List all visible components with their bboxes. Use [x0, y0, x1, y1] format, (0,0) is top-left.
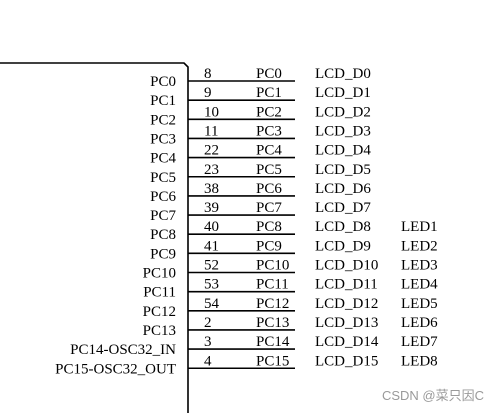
led-signal-label: LED1 [401, 219, 438, 235]
chip-pin-label: PC8 [150, 227, 176, 243]
pin-number: 10 [204, 104, 219, 120]
led-signal-label: LED5 [401, 296, 438, 312]
pin-number: 3 [204, 334, 212, 350]
watermark: CSDN @菜只因C [382, 388, 484, 403]
pin-net-label: PC6 [256, 181, 282, 197]
chip-pin-label: PC3 [150, 131, 176, 147]
pin-number: 52 [204, 258, 219, 274]
chip-pin-label: PC5 [150, 170, 176, 186]
lcd-signal-label: LCD_D2 [315, 104, 371, 120]
pin-net-label: PC3 [256, 123, 282, 139]
pin-number: 23 [204, 162, 219, 178]
led-signal-label: LED4 [401, 277, 438, 293]
pin-row: PC14-OSC32_IN 3 PC14 LCD_D14 LED7 [70, 334, 438, 358]
lcd-signal-label: LCD_D11 [315, 277, 378, 293]
pin-net-label: PC7 [256, 200, 282, 216]
pin-net-label: PC15 [256, 353, 289, 369]
pin-number: 38 [204, 181, 219, 197]
chip-pin-label: PC2 [150, 112, 176, 128]
pin-number: 2 [204, 315, 212, 331]
pin-number: 9 [204, 85, 212, 101]
led-signal-label: LED8 [401, 353, 438, 369]
lcd-signal-label: LCD_D1 [315, 85, 371, 101]
pin-number: 54 [204, 296, 220, 312]
pin-net-label: PC4 [256, 143, 282, 159]
pin-number: 41 [204, 238, 219, 254]
pin-number: 4 [204, 353, 212, 369]
lcd-signal-label: LCD_D7 [315, 200, 371, 216]
chip-pin-label: PC13 [143, 323, 176, 339]
chip-pin-label: PC6 [150, 189, 176, 205]
lcd-signal-label: LCD_D4 [315, 143, 371, 159]
chip-pin-label: PC4 [150, 151, 176, 167]
lcd-signal-label: LCD_D0 [315, 66, 371, 82]
led-signal-label: LED2 [401, 238, 438, 254]
pin-net-label: PC14 [256, 334, 290, 350]
chip-pin-label: PC12 [143, 304, 176, 320]
pin-net-label: PC2 [256, 104, 282, 120]
chip-pin-label: PC1 [150, 93, 176, 109]
pin-number: 22 [204, 143, 219, 159]
lcd-signal-label: LCD_D8 [315, 219, 371, 235]
chip-pin-label: PC10 [143, 266, 176, 282]
lcd-signal-label: LCD_D9 [315, 238, 371, 254]
pin-net-label: PC9 [256, 238, 282, 254]
pin-net-label: PC13 [256, 315, 289, 331]
chip-pin-label: PC9 [150, 246, 176, 262]
led-signal-label: LED6 [401, 315, 438, 331]
pin-net-label: PC0 [256, 66, 282, 82]
chip-pin-label: PC11 [143, 285, 176, 301]
pin-net-label: PC5 [256, 162, 282, 178]
chip-pin-label: PC0 [150, 74, 176, 90]
pin-net-label: PC12 [256, 296, 289, 312]
pin-number: 53 [204, 277, 219, 293]
pin-number: 8 [204, 66, 212, 82]
pin-net-label: PC8 [256, 219, 282, 235]
lcd-signal-label: LCD_D6 [315, 181, 371, 197]
pin-row: PC15-OSC32_OUT 4 PC15 LCD_D15 LED8 [55, 353, 438, 377]
chip-pin-label: PC15-OSC32_OUT [55, 361, 176, 377]
chip-body-outline [0, 62, 189, 413]
lcd-signal-label: LCD_D5 [315, 162, 371, 178]
lcd-signal-label: LCD_D15 [315, 353, 378, 369]
lcd-signal-label: LCD_D14 [315, 334, 379, 350]
lcd-signal-label: LCD_D3 [315, 123, 371, 139]
chip-pin-label: PC14-OSC32_IN [70, 342, 176, 358]
lcd-signal-label: LCD_D12 [315, 296, 378, 312]
lcd-signal-label: LCD_D13 [315, 315, 378, 331]
led-signal-label: LED3 [401, 258, 438, 274]
chip-pin-label: PC7 [150, 208, 176, 224]
pin-net-label: PC11 [256, 277, 289, 293]
led-signal-label: LED7 [401, 334, 438, 350]
pin-number: 40 [204, 219, 219, 235]
pin-number: 11 [204, 123, 218, 139]
pin-net-label: PC10 [256, 258, 289, 274]
pin-net-label: PC1 [256, 85, 282, 101]
pin-number: 39 [204, 200, 219, 216]
lcd-signal-label: LCD_D10 [315, 258, 378, 274]
